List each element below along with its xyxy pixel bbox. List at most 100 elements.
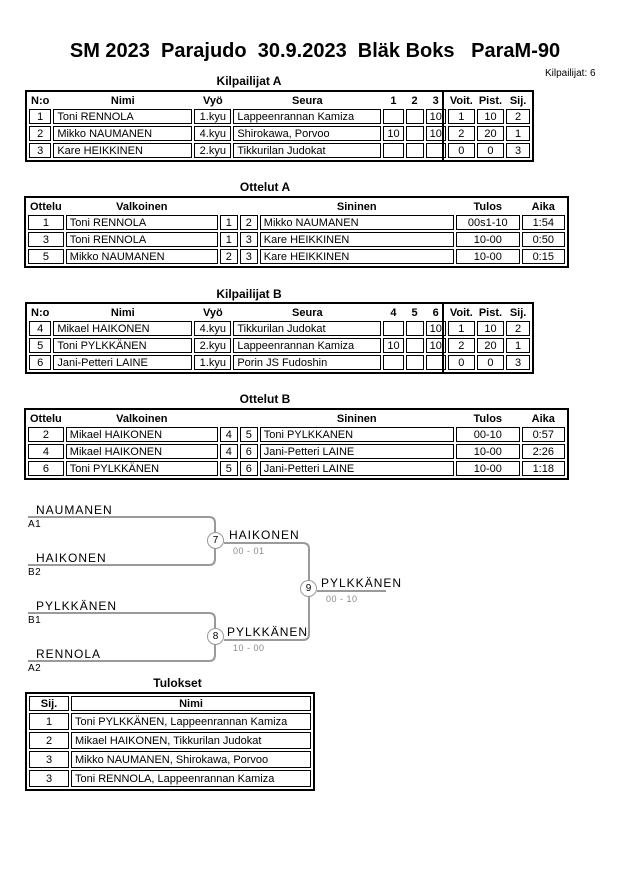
cell-r2 <box>405 355 424 370</box>
table-row: 4 Mikael HAIKONEN 4 6 Jani-Petteri LAINE… <box>28 444 565 459</box>
matches-b-table: Ottelu Valkoinen Sininen Tulos Aika 2 Mi… <box>24 408 569 480</box>
table-row: 6 Toni PYLKKÄNEN 5 6 Jani-Petteri LAINE … <box>28 461 565 476</box>
match-number-badge: 8 <box>207 628 224 645</box>
cell-white-name: Toni RENNOLA <box>65 215 218 230</box>
cell-r1 <box>383 109 404 124</box>
cell-blue-name: Kare HEIKKINEN <box>259 249 454 264</box>
cell-name-club: Mikko NAUMANEN, Shirokawa, Porvoo <box>71 751 311 768</box>
cell-points: 0 <box>476 143 505 158</box>
cell-name-club: Mikael HAIKONEN, Tikkurilan Judokat <box>71 732 311 749</box>
table-row: 1 Toni PYLKKÄNEN, Lappeenrannan Kamiza <box>29 713 311 730</box>
table-row: 2 Mikko NAUMANEN 4.kyu Shirokawa, Porvoo… <box>29 126 531 141</box>
cell-white-name: Mikael HAIKONEN <box>65 427 218 442</box>
cell-no: 1 <box>29 109 52 124</box>
cell-place: 1 <box>506 338 531 353</box>
col-header-name: Nimi <box>110 306 135 319</box>
cell-r3: 10 <box>425 109 446 124</box>
cell-club: Shirokawa, Porvoo <box>233 126 382 141</box>
bracket-entry-name: RENNOLA <box>36 647 102 661</box>
table-header-row: N:o Nimi Vyö Seura 4 5 6 Voit. Pist. Sij… <box>29 306 530 319</box>
cell-name: Toni PYLKKÄNEN <box>53 338 193 353</box>
cell-blue-name: Toni PYLKKANEN <box>259 427 454 442</box>
col-header-result: Tulos <box>473 200 503 213</box>
cell-club: Lappeenrannan Kamiza <box>233 109 382 124</box>
cell-result: 00s1-10 <box>455 215 520 230</box>
cell-points: 10 <box>476 109 505 124</box>
table-row: 5 Toni PYLKKÄNEN 2.kyu Lappeenrannan Kam… <box>29 338 531 353</box>
cell-blue-no: 6 <box>239 461 258 476</box>
cell-wins: 2 <box>447 126 475 141</box>
cell-points: 0 <box>476 355 505 370</box>
cell-r2 <box>405 143 424 158</box>
bracket-entry-seed: A2 <box>28 663 42 674</box>
cell-white-name: Toni RENNOLA <box>65 232 218 247</box>
cell-result: 10-00 <box>455 444 520 459</box>
cell-name: Toni RENNOLA <box>53 109 193 124</box>
col-header-belt: Vyö <box>202 306 223 319</box>
col-header-r2: 2 <box>411 94 418 107</box>
cell-club: Tikkurilan Judokat <box>233 143 382 158</box>
cell-name: Kare HEIKKINEN <box>53 143 193 158</box>
cell-belt: 1.kyu <box>194 355 232 370</box>
col-header-white-no <box>220 412 238 425</box>
cell-place: 3 <box>29 770 69 787</box>
col-header-place: Sij. <box>509 94 527 107</box>
cell-place: 3 <box>506 355 531 370</box>
col-header-blue-no <box>240 200 258 213</box>
cell-points: 20 <box>476 338 505 353</box>
cell-r2 <box>405 321 424 336</box>
cell-white-no: 4 <box>219 444 238 459</box>
competitors-count: Kilpailijat: 6 <box>545 68 596 79</box>
section-title-matches-a: Ottelut A <box>239 180 291 194</box>
matches-table: Ottelu Valkoinen Sininen Tulos Aika 2 Mi… <box>24 408 569 480</box>
group-separator-line <box>442 90 444 162</box>
table-row: 1 Toni RENNOLA 1.kyu Lappeenrannan Kamiz… <box>29 109 531 124</box>
bracket-entry-name: PYLKKÄNEN <box>36 599 118 613</box>
section-title-results: Tulokset <box>153 676 202 690</box>
cell-match-no: 3 <box>28 232 64 247</box>
cell-name: Mikko NAUMANEN <box>53 126 193 141</box>
cell-r1 <box>383 143 404 158</box>
competitors-table: N:o Nimi Vyö Seura 1 2 3 Voit. Pist. Sij… <box>25 90 535 162</box>
cell-club: Porin JS Fudoshin <box>233 355 382 370</box>
bracket-score: 00 - 01 <box>233 546 265 556</box>
col-header-r3: 6 <box>432 306 439 319</box>
col-header-blue: Sininen <box>336 412 377 425</box>
cell-r3: 10 <box>425 321 446 336</box>
cell-white-name: Mikael HAIKONEN <box>65 444 218 459</box>
cell-name: Mikael HAIKONEN <box>53 321 193 336</box>
cell-blue-name: Jani-Petteri LAINE <box>259 444 454 459</box>
table-row: 2 Mikael HAIKONEN, Tikkurilan Judokat <box>29 732 311 749</box>
cell-points: 20 <box>476 126 505 141</box>
cell-belt: 1.kyu <box>194 109 232 124</box>
col-header-club: Seura <box>292 94 323 107</box>
cell-name: Jani-Petteri LAINE <box>53 355 193 370</box>
col-header-r1: 4 <box>390 306 397 319</box>
cell-r1 <box>383 355 404 370</box>
col-header-place: Sij. <box>509 306 527 319</box>
col-header-match: Ottelu <box>30 200 62 213</box>
cell-r3: 10 <box>425 338 446 353</box>
table-row: 6 Jani-Petteri LAINE 1.kyu Porin JS Fudo… <box>29 355 531 370</box>
cell-match-no: 4 <box>28 444 64 459</box>
cell-belt: 2.kyu <box>194 143 232 158</box>
bracket-entry-seed: B1 <box>28 615 42 626</box>
cell-white-name: Mikko NAUMANEN <box>65 249 218 264</box>
cell-blue-no: 6 <box>239 444 258 459</box>
cell-belt: 4.kyu <box>194 126 232 141</box>
cell-time: 0:57 <box>521 427 565 442</box>
col-header-belt: Vyö <box>202 94 223 107</box>
col-header-white: Valkoinen <box>116 412 168 425</box>
cell-white-name: Toni PYLKKÄNEN <box>65 461 218 476</box>
cell-match-no: 6 <box>28 461 64 476</box>
cell-belt: 4.kyu <box>194 321 232 336</box>
col-header-time: Aika <box>531 200 555 213</box>
cell-no: 2 <box>29 126 52 141</box>
cell-time: 2:26 <box>521 444 565 459</box>
cell-club: Lappeenrannan Kamiza <box>233 338 382 353</box>
cell-blue-name: Mikko NAUMANEN <box>259 215 454 230</box>
col-header-white: Valkoinen <box>116 200 168 213</box>
cell-place: 2 <box>29 732 69 749</box>
cell-r2 <box>405 338 424 353</box>
col-header-no: N:o <box>31 306 50 319</box>
